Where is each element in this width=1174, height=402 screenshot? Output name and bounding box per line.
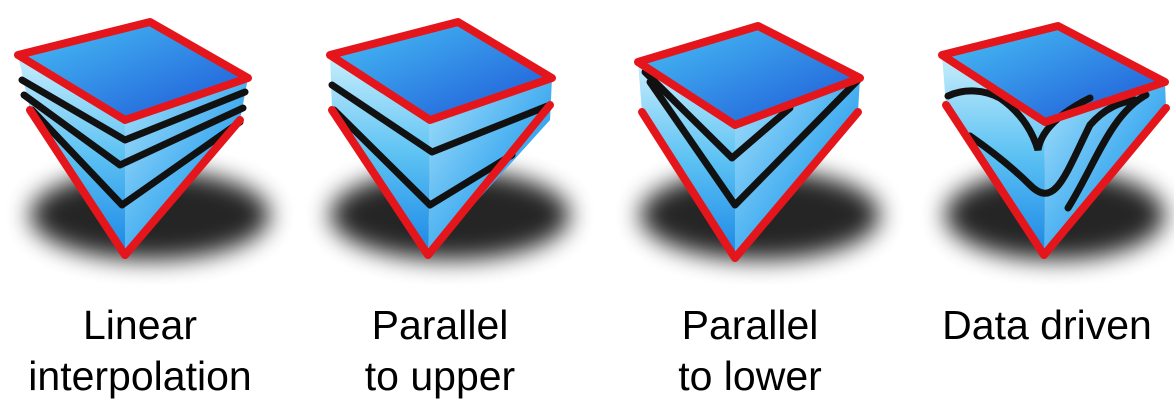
caption-line-1: Data driven xyxy=(942,302,1152,348)
caption-data-driven: Data driven xyxy=(920,300,1174,351)
panel-parallel-to-upper: Parallel to upper xyxy=(300,0,580,401)
panel-data-driven: Data driven xyxy=(920,0,1174,401)
caption-linear-interpolation: Linear interpolation xyxy=(0,300,280,402)
horizon-line-2 xyxy=(330,106,516,209)
lower-boundary xyxy=(638,108,862,262)
horizon-line-3 xyxy=(28,106,244,209)
horizon-line-2 xyxy=(966,96,1139,197)
lower-boundary xyxy=(26,106,244,259)
horizon-line-1 xyxy=(18,76,249,144)
caption-line-1: Linear xyxy=(83,302,197,348)
panel-linear-interpolation: Linear interpolation xyxy=(0,0,280,401)
horizon-line-1 xyxy=(641,68,794,162)
lower-boundary xyxy=(942,101,1170,259)
caption-line-1: Parallel xyxy=(681,302,819,348)
cube-parallel-to-upper xyxy=(326,18,570,260)
cube-parallel-to-lower xyxy=(634,22,880,262)
caption-parallel-to-lower: Parallel to lower xyxy=(610,300,890,402)
cube-data-driven xyxy=(938,22,1170,260)
horizon-line-2 xyxy=(20,91,247,169)
upper-boundary xyxy=(14,18,252,124)
horizon-line-3 xyxy=(1064,91,1150,212)
caption-line-1: Parallel xyxy=(371,302,509,348)
upper-boundary xyxy=(938,22,1169,126)
caption-parallel-to-upper: Parallel to upper xyxy=(300,300,580,402)
cube-right-face xyxy=(735,78,860,258)
panel-parallel-to-lower: Parallel to lower xyxy=(610,0,890,401)
upper-boundary xyxy=(634,22,864,129)
horizon-line-2 xyxy=(646,76,862,209)
caption-line-2: interpolation xyxy=(28,353,252,399)
cube-right-face xyxy=(1044,82,1166,255)
caption-line-2: to upper xyxy=(364,353,516,399)
caption-line-2: to lower xyxy=(678,353,822,399)
lower-boundary xyxy=(328,101,554,259)
cube-linear-interpolation xyxy=(14,18,270,260)
upper-boundary xyxy=(326,18,556,124)
horizon-line-1 xyxy=(328,81,554,156)
